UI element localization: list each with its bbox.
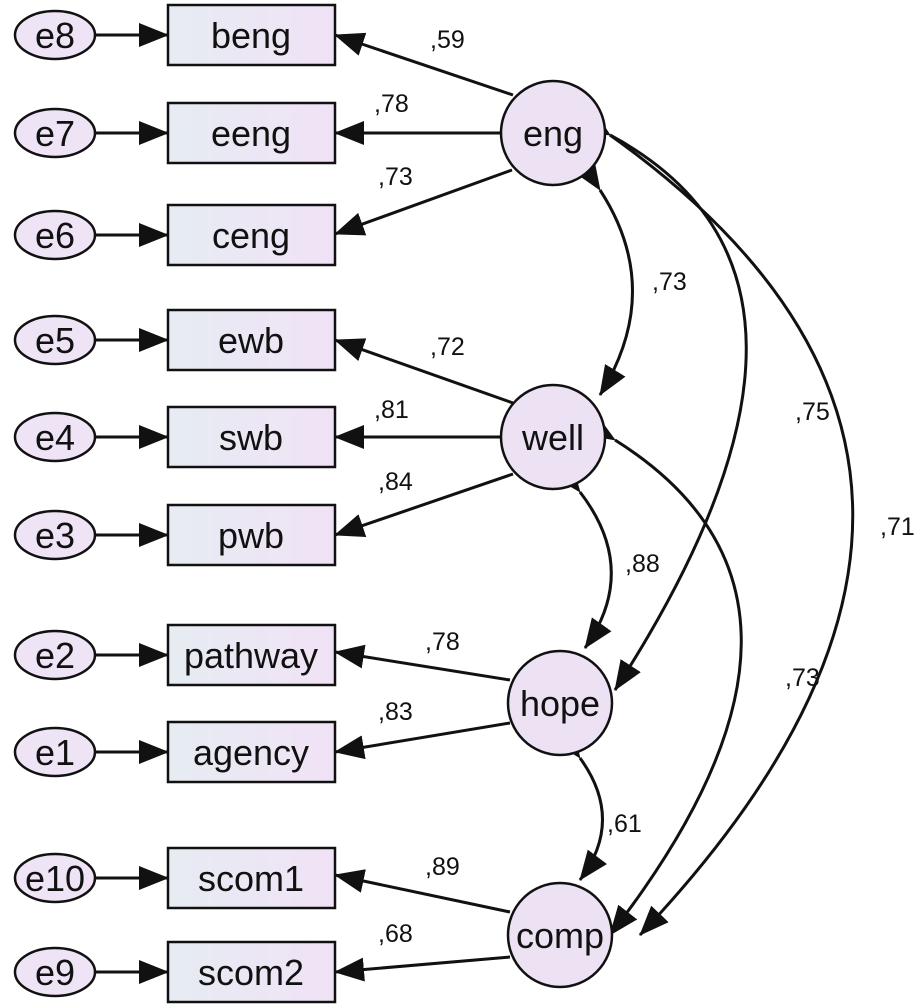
error-arrows [96,23,169,984]
indicator-label: scom2 [198,952,304,993]
loading-eng-beng [334,32,514,97]
error-term: e2 [13,629,97,681]
cov-coef-well-hope: ,88 [625,550,660,578]
loading-comp-scom1 [334,869,511,914]
indicator-label: ewb [218,320,284,361]
error-terms: e8 e7 e6 e5 e4 e3 e2 e1 e10 e9 [13,9,97,998]
latent-label: eng [523,113,583,154]
error-term: e9 [13,946,97,998]
cov-eng-hope-arc [578,110,748,691]
cov-hope-comp-arc [553,727,607,881]
indicator-box: ceng [166,203,337,267]
loading-coef: ,73 [378,163,413,191]
loading-coef: ,72 [430,333,465,361]
indicator-box: beng [166,3,337,67]
loading-coef: ,68 [378,920,413,948]
loading-coef: ,83 [378,698,413,726]
indicator-label: ceng [212,215,290,256]
latent-label: well [521,417,584,458]
indicator-label: beng [211,15,291,56]
error-label: e2 [35,635,75,676]
indicator-box: agency [166,720,337,784]
loading-coef: ,78 [425,628,460,656]
loading-well-ewb [334,338,514,405]
latent-comp: comp [506,881,614,989]
loading-arrows [334,32,514,982]
error-term: e3 [13,509,97,561]
error-term: e6 [13,209,97,261]
error-label: e1 [35,732,75,773]
error-label: e10 [25,858,85,899]
error-term: e4 [13,411,97,463]
indicator-box: scom2 [166,940,337,1004]
latent-eng: eng [499,79,607,187]
loading-comp-scom2 [334,955,511,982]
cov-coef-eng-comp: ,71 [880,513,915,541]
loading-well-pwb [334,472,514,537]
indicator-box: scom1 [166,846,337,910]
loading-eng-ceng [334,168,513,236]
indicator-box: pathway [166,623,337,687]
error-label: e6 [35,215,75,256]
covariance-arcs [552,108,855,937]
indicator-label: pathway [184,635,318,676]
cov-coef-eng-hope: ,75 [795,398,830,426]
loading-coefficients: ,59 ,78 ,73 ,72 ,81 ,84 ,78 ,83 ,89 ,68 [374,26,465,948]
latent-well: well [499,383,607,491]
error-label: e7 [35,113,75,154]
cov-eng-comp-arc [579,108,855,937]
indicator-label: eeng [211,113,291,154]
indicator-box: swb [166,405,337,469]
error-term: e1 [13,726,97,778]
cov-coef-eng-well: ,73 [652,268,687,296]
error-label: e5 [35,320,75,361]
indicator-box: eeng [166,101,337,165]
error-term: e8 [13,9,97,61]
loading-coef: ,84 [378,468,413,496]
latent-label: hope [520,683,600,724]
loading-coef: ,89 [425,853,460,881]
latents: eng well hope comp [499,79,614,989]
indicator-label: swb [219,417,283,458]
error-term: e10 [13,852,97,904]
covariance-coefficients: ,73 ,88 ,61 ,75 ,73 ,71 [607,268,915,838]
indicator-label: scom1 [198,858,304,899]
latent-hope: hope [506,649,614,757]
error-label: e4 [35,417,75,458]
indicator-box: ewb [166,308,337,372]
cov-well-hope-arc [552,461,613,649]
indicators: beng eeng ceng ewb swb pwb pathway agenc… [166,3,337,1004]
indicator-label: pwb [218,515,284,556]
loading-hope-agency [334,721,511,760]
loading-hope-pathway [334,644,511,682]
error-label: e8 [35,15,75,56]
error-label: e9 [35,952,75,993]
loading-coef: ,59 [430,26,465,54]
loading-coef: ,81 [374,396,409,424]
error-term: e5 [13,314,97,366]
loading-coef: ,78 [374,90,409,118]
cov-coef-well-comp: ,73 [785,664,820,692]
error-label: e3 [35,515,75,556]
indicator-label: agency [193,732,309,773]
error-term: e7 [13,107,97,159]
cov-well-comp-arc [584,414,743,936]
latent-label: comp [516,915,604,956]
cov-coef-hope-comp: ,61 [607,810,642,838]
cov-eng-well-arc [574,159,634,396]
indicator-box: pwb [166,503,337,567]
